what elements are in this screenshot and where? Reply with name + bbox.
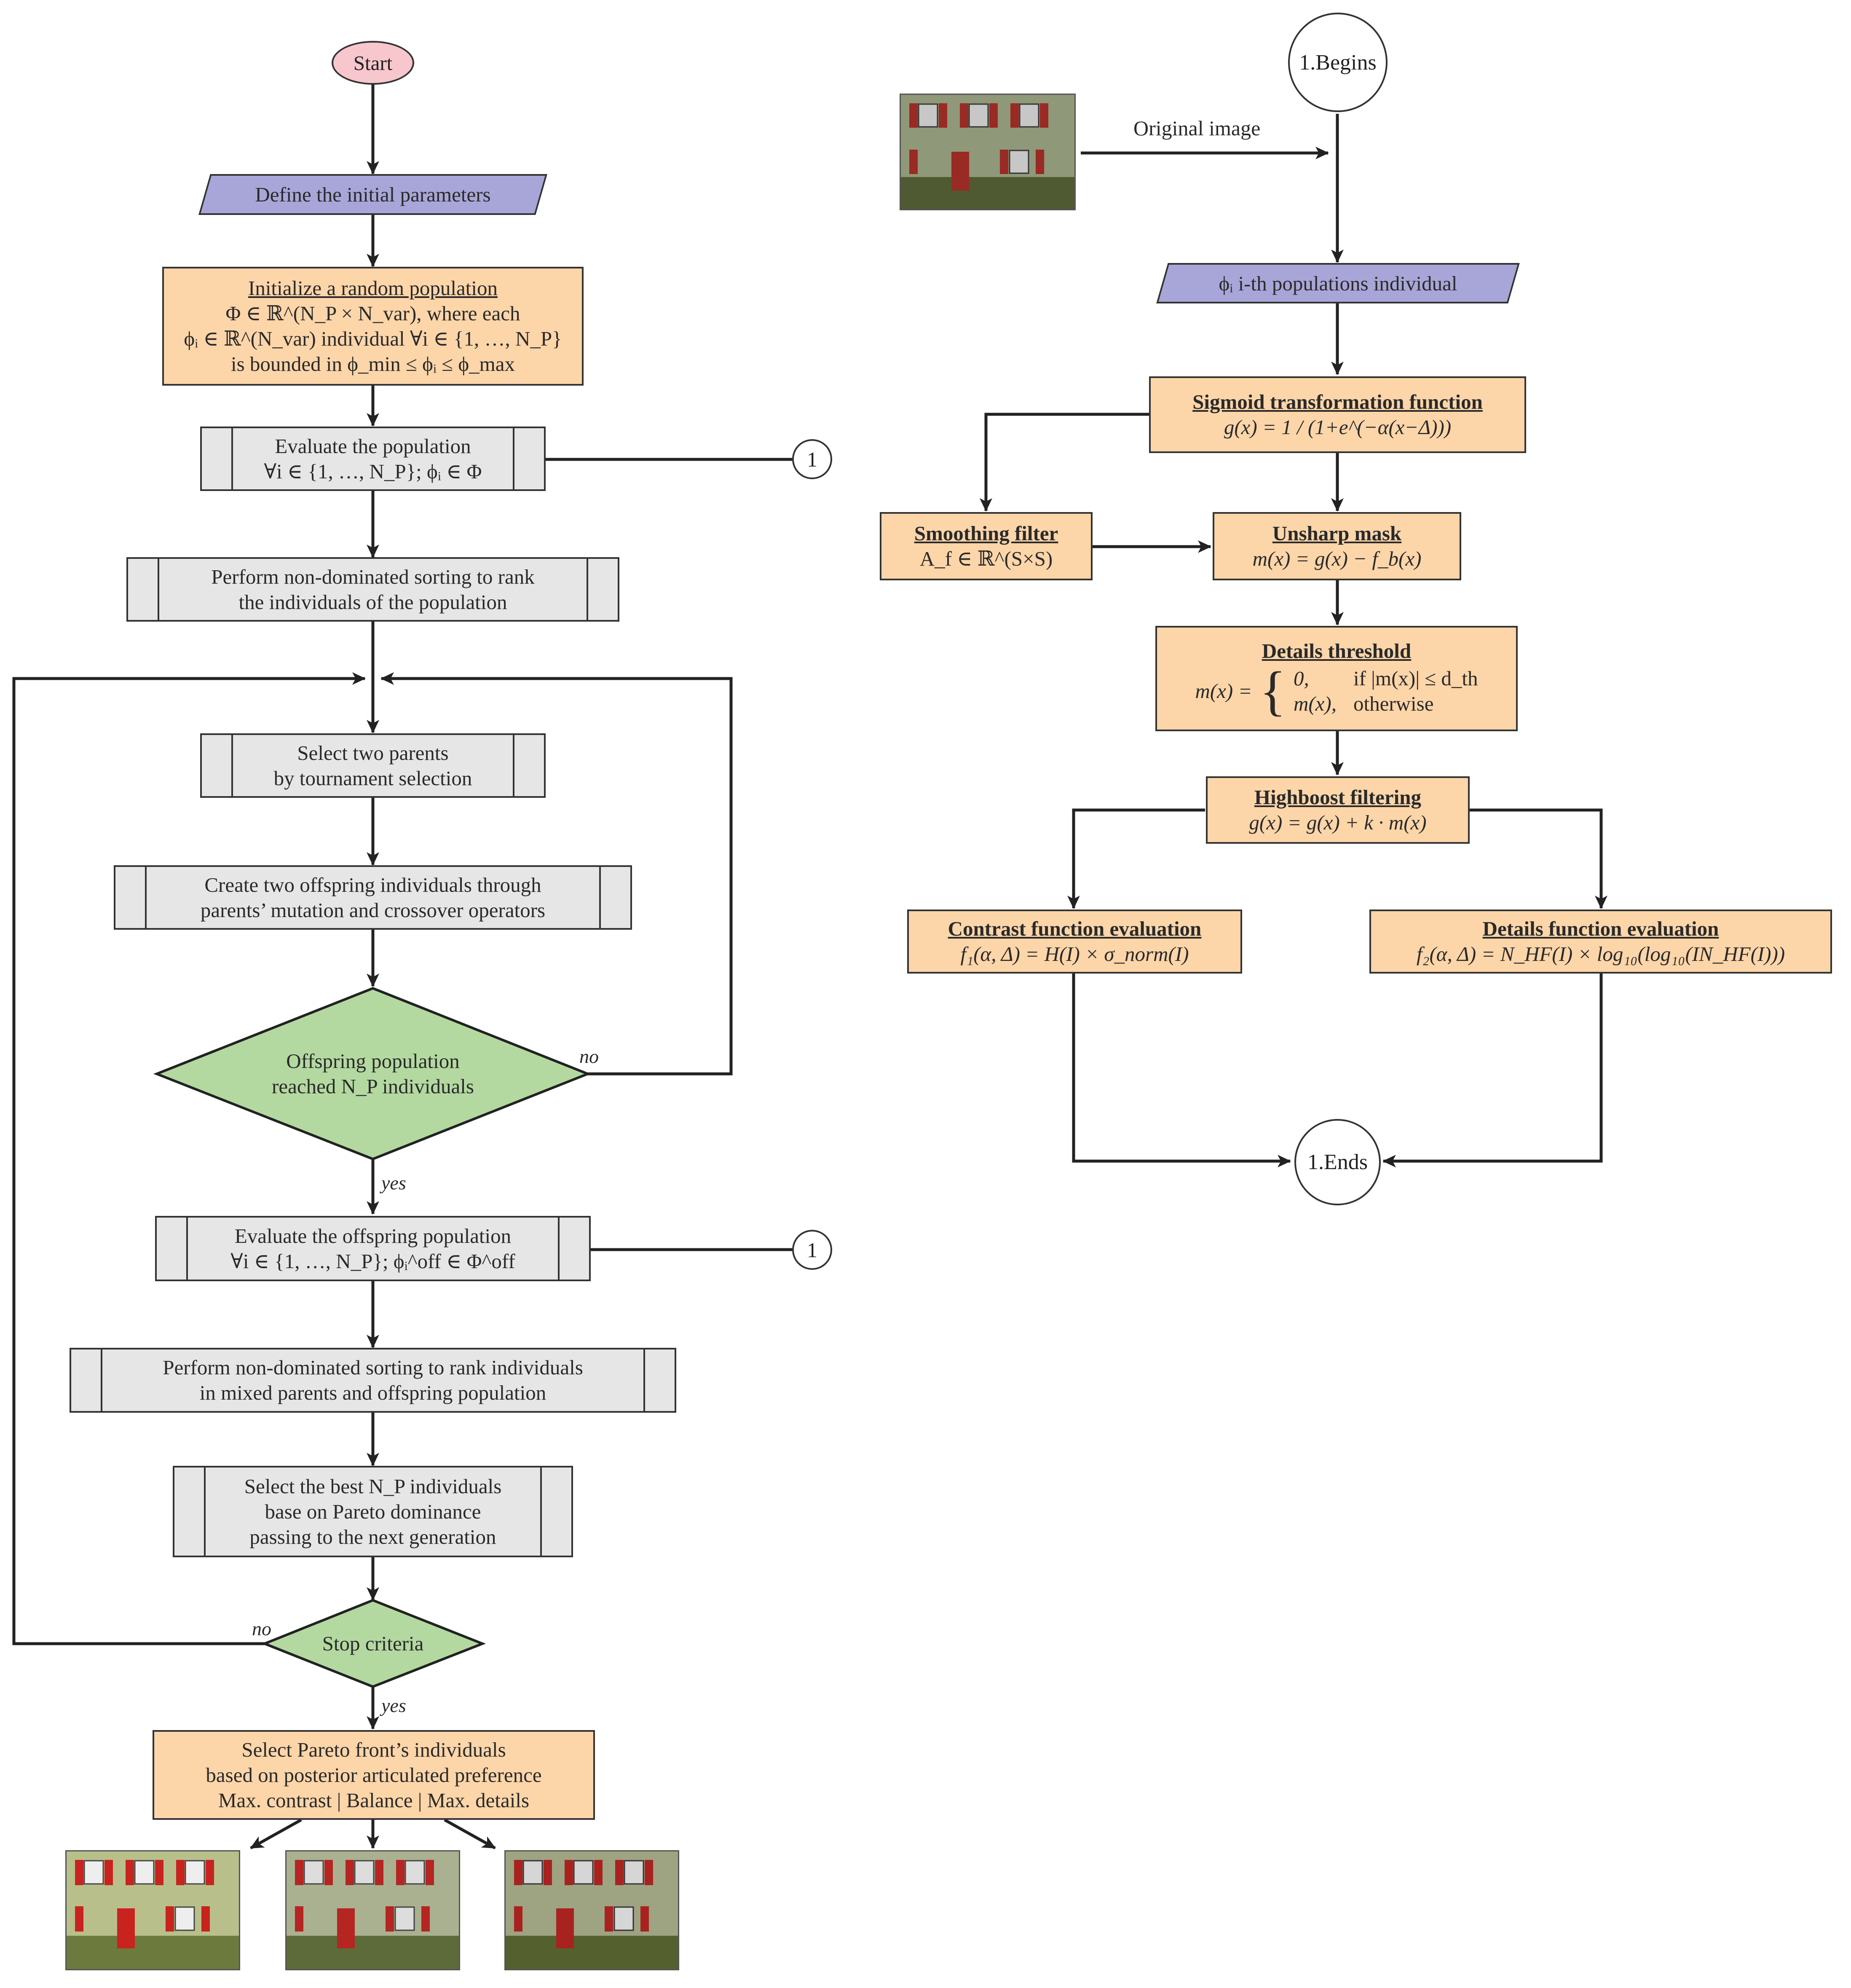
sigmoid-title: Sigmoid transformation function [1192, 390, 1483, 413]
result-image-balance [285, 1850, 460, 1970]
eval-off-line1: Evaluate the offspring population [234, 1224, 512, 1248]
begins-node: 1.Begins [1288, 13, 1388, 112]
sigmoid-box: Sigmoid transformation function g(x) = 1… [1149, 376, 1526, 453]
evaluate-population-box: Evaluate the population ∀i ∈ {1, …, N_P}… [200, 427, 546, 491]
label-no-2: no [252, 1618, 271, 1639]
threshold-case1: 0, [1293, 667, 1309, 690]
result-image-max-contrast [65, 1850, 240, 1970]
eval-off-line2: ∀i ∈ {1, …, N_P}; ϕᵢ^off ∈ Φ^off [230, 1249, 515, 1273]
threshold-brace: { [1259, 661, 1286, 722]
original-image-label: Original image [1133, 116, 1261, 140]
offspring-line2: parents’ mutation and crossover operator… [200, 898, 546, 922]
start-node: Start [332, 41, 414, 85]
evaluate-offspring-box: Evaluate the offspring population ∀i ∈ {… [155, 1216, 591, 1281]
original-image [900, 94, 1076, 210]
highboost-title: Highboost filtering [1254, 786, 1422, 809]
details-eval-box: Details function evaluation f₂(α, Δ) = N… [1369, 909, 1832, 974]
individual-label: ϕᵢ i-th populations individual [1219, 271, 1457, 295]
init-population-box: Initialize a random population Φ ∈ ℝ^(N_… [162, 267, 584, 386]
ends-node: 1.Ends [1294, 1119, 1381, 1205]
decision-offspring-diamond [153, 987, 592, 1161]
connector-1-bottom: 1 [792, 1230, 832, 1270]
connector-1-top: 1 [792, 439, 832, 479]
stop-criteria-text: Stop criteria [322, 1632, 424, 1655]
nondominated-sort-box: Perform non-dominated sorting to rank th… [126, 557, 619, 622]
pareto-line3: Max. contrast | Balance | Max. details [218, 1788, 530, 1812]
best-line2: base on Pareto dominance [265, 1500, 481, 1523]
threshold-formula: m(x) = { 0, if |m(x)| ≤ d_th m(x), other… [1195, 664, 1478, 719]
label-no-1: no [579, 1046, 599, 1067]
result-image-max-details [504, 1850, 679, 1970]
init-line3: is bounded in ϕ_min ≤ ϕᵢ ≤ ϕ_max [230, 352, 515, 376]
select-parents-line1: Select two parents [297, 741, 449, 765]
threshold-lhs: m(x) = [1195, 679, 1252, 703]
eval-pop-line2: ∀i ∈ {1, …, N_P}; ϕᵢ ∈ Φ [264, 459, 482, 483]
best-line3: passing to the next generation [249, 1525, 496, 1548]
decision-stop-diamond [261, 1599, 486, 1688]
select-best-box: Select the best N_P individuals base on … [173, 1466, 573, 1557]
threshold-case2-cond: otherwise [1353, 692, 1434, 715]
label-yes-2: yes [381, 1695, 406, 1716]
smoothing-filter-box: Smoothing filter A_f ∈ ℝ^(S×S) [880, 512, 1093, 580]
threshold-case1-cond: if |m(x)| ≤ d_th [1353, 667, 1478, 690]
pareto-line2: based on posterior articulated preferenc… [206, 1763, 542, 1787]
highboost-box: Highboost filtering g(x) = g(x) + k · m(… [1206, 776, 1470, 844]
decision1-line1: Offspring population [286, 1049, 460, 1073]
unsharp-mask-box: Unsharp mask m(x) = g(x) − f_b(x) [1213, 512, 1461, 580]
unsharp-title: Unsharp mask [1272, 522, 1402, 545]
select-parents-box: Select two parents by tournament selecti… [200, 733, 546, 798]
details-formula: f₂(α, Δ) = N_HF(I) × log₁₀(log₁₀(IN_HF(I… [1416, 942, 1785, 966]
create-offspring-box: Create two offspring individuals through… [114, 865, 632, 930]
init-line2: ϕᵢ ∈ ℝ^(N_var) individual ∀i ∈ {1, …, N_… [184, 327, 562, 350]
init-title: Initialize a random population [248, 276, 498, 300]
label-yes-1: yes [381, 1172, 406, 1194]
sort1-line2: the individuals of the population [238, 590, 507, 614]
details-threshold-box: Details threshold m(x) = { 0, if |m(x)| … [1155, 626, 1518, 731]
unsharp-formula: m(x) = g(x) − f_b(x) [1252, 547, 1422, 570]
offspring-line1: Create two offspring individuals through [204, 873, 541, 896]
threshold-cases: 0, if |m(x)| ≤ d_th m(x), otherwise [1294, 666, 1478, 716]
decision1-line2: reached N_P individuals [272, 1075, 474, 1098]
sigmoid-formula: g(x) = 1 / (1+e^(−α(x−Δ))) [1224, 416, 1452, 439]
pareto-line1: Select Pareto front’s individuals [241, 1738, 506, 1761]
decision-offspring-text: Offspring population reached N_P individ… [211, 1044, 535, 1103]
threshold-title: Details threshold [1262, 639, 1412, 663]
smooth-formula: A_f ∈ ℝ^(S×S) [919, 547, 1053, 570]
sort1-line1: Perform non-dominated sorting to rank [211, 565, 535, 588]
pareto-select-box: Select Pareto front’s individuals based … [153, 1730, 595, 1820]
sort2-line2: in mixed parents and offspring populatio… [199, 1381, 546, 1404]
select-parents-line2: by tournament selection [273, 766, 472, 790]
eval-pop-line1: Evaluate the population [275, 434, 471, 458]
contrast-formula: f₁(α, Δ) = H(I) × σ_norm(I) [960, 942, 1189, 966]
highboost-formula: g(x) = g(x) + k · m(x) [1249, 811, 1427, 834]
init-line1: Φ ∈ ℝ^(N_P × N_var), where each [225, 302, 520, 325]
define-parameters-label: Define the initial parameters [255, 183, 491, 206]
contrast-title: Contrast function evaluation [948, 917, 1202, 940]
smooth-title: Smoothing filter [914, 522, 1058, 545]
sort2-line1: Perform non-dominated sorting to rank in… [163, 1356, 583, 1379]
sort-mixed-box: Perform non-dominated sorting to rank in… [70, 1348, 676, 1413]
threshold-case2: m(x), [1293, 692, 1337, 715]
best-line1: Select the best N_P individuals [244, 1474, 502, 1498]
details-title: Details function evaluation [1482, 917, 1719, 940]
contrast-eval-box: Contrast function evaluation f₁(α, Δ) = … [907, 909, 1242, 974]
